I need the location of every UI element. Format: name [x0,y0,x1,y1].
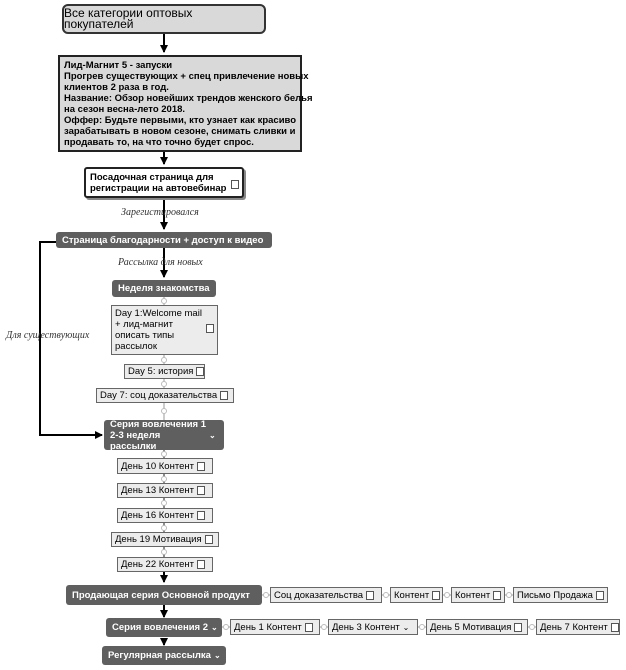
node-thank-you-page[interactable]: Страница благодарности + доступ к видео [56,232,272,248]
info-line: на сезон весна-лето 2018. [64,104,186,115]
note-icon [304,622,313,632]
node-engagement-series-2[interactable]: Серия вовлечения 2 ⌄ [106,618,222,637]
label-newcomers: Рассылка для новых [118,257,203,268]
node-label: День 3 Контент [332,621,400,633]
node-label: Day 5: история [128,366,194,377]
node-label: Неделя знакомства [118,283,210,294]
node-s2-day1[interactable]: День 1 Контент [230,619,320,635]
node-label: День 13 Контент [121,485,194,496]
node-lead-magnet-info[interactable]: Лид-Магнит 5 - запуски Прогрев существую… [58,55,313,152]
node-label: День 5 Мотивация [430,621,512,633]
node-selling-series[interactable]: Продающая серия Основной продукт [66,585,262,605]
node-day16[interactable]: День 16 Контент [117,508,213,523]
node-label: Контент [394,589,430,601]
node-label: Письмо Продажа [517,589,593,601]
note-icon [196,511,205,520]
info-line: зарабатывать в новом сезоне, снимать сли… [64,126,296,137]
note-icon [595,590,604,600]
node-sale-letter[interactable]: Письмо Продажа [513,587,608,603]
node-label: День 22 Контент [121,559,194,570]
note-icon [514,622,523,632]
node-s2-day3[interactable]: День 3 Контент ⌄ [328,619,418,635]
node-engagement-series-1[interactable]: Серия вовлечения 1 2-3 неделя рассылки ⌄ [104,418,224,452]
label-registered: Зарегистировался [121,207,199,218]
node-label: Регулярная рассылка [108,650,211,661]
node-label: Контент [455,589,491,601]
node-all-wholesale-buyers[interactable]: Все категории оптовых покупателей [62,4,266,34]
node-label: День 10 Контент [121,460,194,472]
node-label: День 16 Контент [121,510,194,521]
node-label: День 19 Мотивация [115,534,202,545]
node-day1[interactable]: Day 1:Welcome mail + лид-магнит описать … [111,305,218,355]
node-label: Страница благодарности + доступ к видео [62,234,264,246]
node-s2-day7[interactable]: День 7 Контент [536,619,620,635]
note-icon [220,391,229,400]
node-day13[interactable]: День 13 Контент [117,483,213,498]
node-day10[interactable]: День 10 Контент [117,458,213,474]
node-label: День 1 Контент [234,621,302,633]
chevron-icon: ⌄ [209,430,216,440]
node-label: Серия вовлечения 2 [112,622,209,633]
note-icon [206,324,214,333]
node-landing-page[interactable]: Посадочная страница для регистрации на а… [84,167,244,198]
node-day22[interactable]: День 22 Контент [117,557,213,572]
node-label: Серия вовлечения 1 2-3 неделя рассылки [110,418,207,452]
info-line: клиентов 2 раза в год. [64,82,169,93]
node-label: Посадочная страница для регистрации на а… [90,172,227,194]
note-icon [366,590,375,600]
note-icon [231,180,239,189]
note-icon [196,486,205,495]
node-day5[interactable]: Day 5: история [124,364,205,379]
label-existing: Для существующих [6,330,90,341]
note-icon [204,535,213,544]
note-icon [196,461,205,471]
info-line: Оффер: Будьте первыми, кто узнает как кр… [64,115,297,126]
arrow-existing-bypass [39,241,103,439]
node-content-a[interactable]: Контент [390,587,443,603]
node-day7[interactable]: Day 7: соц доказательства [96,388,234,403]
note-icon [196,560,205,569]
chevron-icon: ⌄ [402,622,410,632]
node-label: Day 7: соц доказательства [100,390,218,401]
note-icon [196,367,205,376]
node-label: Все категории оптовых покупателей [64,6,193,31]
node-regular-newsletter[interactable]: Регулярная рассылка ⌄ [102,646,226,665]
chevron-icon: ⌄ [213,651,221,660]
note-icon [610,622,619,632]
node-label: Продающая серия Основной продукт [72,589,250,601]
node-s2-day5[interactable]: День 5 Мотивация [426,619,528,635]
info-line: Название: Обзор новейших трендов женског… [64,93,313,104]
node-day19[interactable]: День 19 Мотивация [111,532,219,547]
chevron-icon: ⌄ [211,623,218,632]
node-label: День 7 Контент [540,621,608,633]
info-line: Лид-Магнит 5 - запуски [64,60,173,71]
note-icon [432,590,441,600]
node-intro-week[interactable]: Неделя знакомства [112,280,216,297]
note-icon [493,590,502,600]
node-label: Соц доказательства [274,589,364,601]
info-line: Прогрев существующих + спец привлечение … [64,71,309,82]
node-label: Day 1:Welcome mail + лид-магнит описать … [115,308,202,352]
node-content-b[interactable]: Контент [451,587,505,603]
node-social-proof[interactable]: Соц доказательства [270,587,382,603]
info-line: продавать то, на что точно будет спрос. [64,137,254,148]
